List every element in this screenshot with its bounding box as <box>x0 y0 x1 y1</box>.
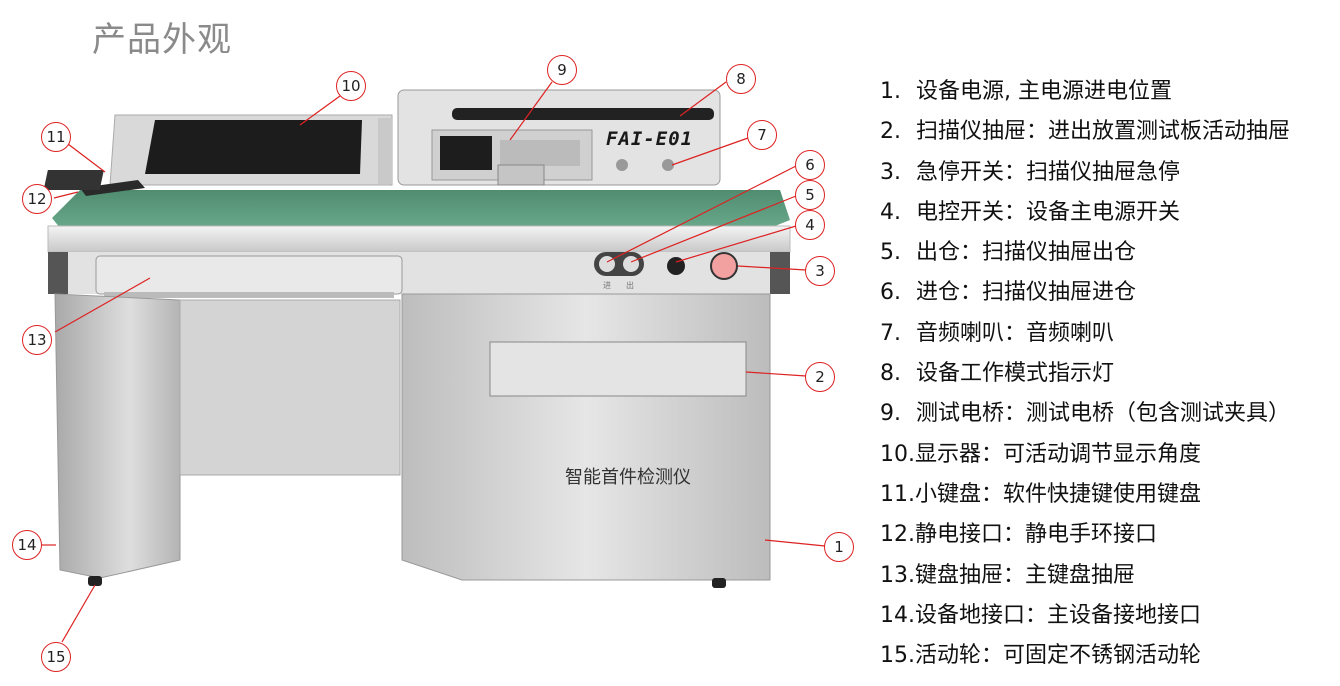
callout-7: 7 <box>747 120 777 150</box>
callout-2: 2 <box>805 362 835 392</box>
caster-right <box>712 578 726 588</box>
scanner-unit <box>397 89 721 186</box>
legend-item: 1.设备电源, 主电源进电位置 <box>880 79 1172 104</box>
legend-list: 1.设备电源, 主电源进电位置 2.扫描仪抽屉：进出放置测试板活动抽屉 3.急停… <box>880 72 1335 676</box>
legend-item: 3.急停开关：扫描仪抽屉急停 <box>880 159 1181 185</box>
legend-item: 15.活动轮：可固定不锈钢活动轮 <box>880 643 1202 669</box>
legend-item: 13.键盘抽屉：主键盘抽屉 <box>880 562 1136 588</box>
page-title: 产品外观 <box>92 20 232 60</box>
callout-1: 1 <box>824 532 854 562</box>
in-button[interactable] <box>599 256 615 272</box>
power-switch[interactable] <box>667 257 685 275</box>
legend-item: 2.扫描仪抽屉：进出放置测试板活动抽屉 <box>880 119 1291 145</box>
callout-12: 12 <box>22 184 52 214</box>
scanner-drawer[interactable] <box>489 341 747 397</box>
left-leg <box>54 293 181 579</box>
legend-item: 11.小键盘：软件快捷键使用键盘 <box>880 481 1202 507</box>
legend-item: 12.静电接口：静电手环接口 <box>880 522 1158 548</box>
legend-item: 4.电控开关：设备主电源开关 <box>880 199 1181 225</box>
callout-8: 8 <box>726 64 756 94</box>
product-name-label: 智能首件检测仪 <box>565 467 691 488</box>
status-light-bar <box>452 108 714 120</box>
right-cabinet <box>401 293 771 581</box>
front-rail <box>47 225 791 253</box>
callout-13: 13 <box>22 325 52 355</box>
legend-item: 7.音频喇叭：音频喇叭 <box>880 320 1115 346</box>
small-keypad <box>43 170 145 196</box>
legend-item: 14.设备地接口：主设备接地接口 <box>880 602 1202 628</box>
model-label: FAI-E01 <box>606 128 694 150</box>
out-button[interactable] <box>623 256 639 272</box>
out-button-label: 出 <box>626 280 634 290</box>
legend-item: 8.设备工作模式指示灯 <box>880 361 1115 387</box>
keyboard-drawer[interactable] <box>95 255 403 295</box>
callout-9: 9 <box>547 55 577 85</box>
desk-top <box>52 190 790 228</box>
caster-left <box>88 576 102 586</box>
legend-item: 10.显示器：可活动调节显示角度 <box>880 441 1202 467</box>
callout-10: 10 <box>336 71 366 101</box>
callout-6: 6 <box>795 150 825 180</box>
callout-15: 15 <box>41 642 71 672</box>
machine-illustration: 进 出 <box>40 81 826 643</box>
callout-5: 5 <box>795 180 825 210</box>
legend-item: 6.进仓：扫描仪抽屉进仓 <box>880 280 1137 306</box>
callout-3: 3 <box>805 256 835 286</box>
callout-11: 11 <box>41 122 71 152</box>
callout-14: 14 <box>12 530 42 560</box>
product-figure: 进 出 <box>12 55 854 672</box>
control-panel: 进 出 <box>594 252 738 290</box>
callout-lines <box>40 81 826 643</box>
in-button-label: 进 <box>603 281 611 290</box>
legend-item: 5.出仓：扫描仪抽屉出仓 <box>880 240 1137 266</box>
legend-item: 9.测试电桥：测试电桥（包含测试夹具） <box>880 401 1291 427</box>
callout-4: 4 <box>795 210 825 240</box>
emergency-stop-button[interactable] <box>710 252 738 280</box>
monitor <box>109 114 393 186</box>
